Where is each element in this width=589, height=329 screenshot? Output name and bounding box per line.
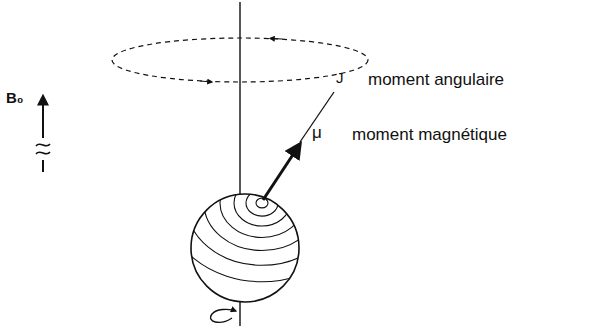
quantity-label: moment magnétique [352,126,507,143]
precession-axis [239,300,240,326]
field-label: B₀ [6,90,24,105]
sphere-contour [234,180,290,226]
sphere-contour [166,124,358,281]
sphere-contours [166,124,358,281]
field-arrow [42,160,44,172]
magnetic-moment-arrow [263,144,300,200]
precession-path [112,38,368,82]
sphere-contour [246,190,278,216]
field-arrow [42,96,44,138]
precession-axis [239,2,240,194]
quantity-label: moment angulaire [368,71,504,88]
sphere-contour [204,155,320,250]
sphere-contour [186,141,338,266]
break-symbol [36,152,50,154]
vector-label: μ [312,124,322,141]
angular-momentum-vector [300,92,334,142]
precession-arrow [270,38,282,40]
break-symbol [36,144,50,146]
rotation-arrow [211,309,236,322]
sphere-contour [256,198,268,208]
sphere-contour [220,169,304,238]
vector-label: J [336,70,344,85]
precession-arrow [200,81,212,82]
